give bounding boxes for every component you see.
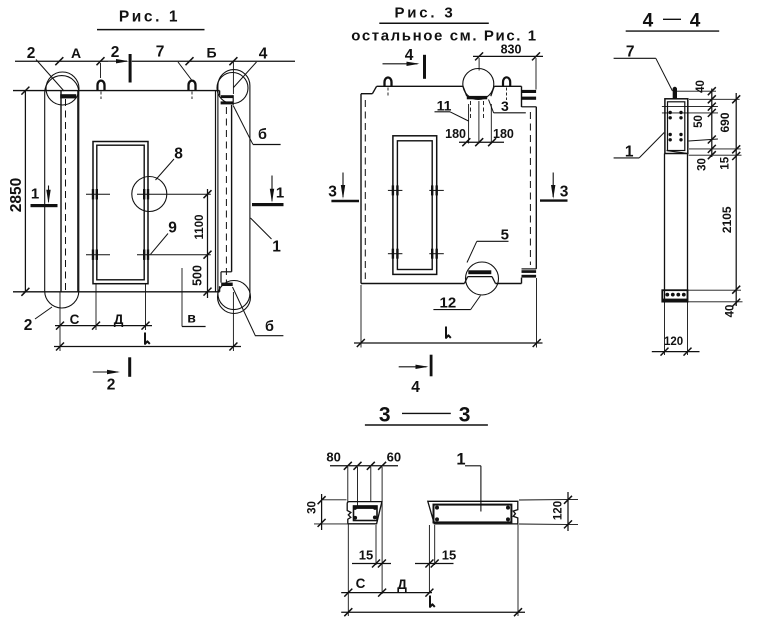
svg-text:3: 3 [379, 404, 391, 427]
svg-text:120: 120 [553, 501, 565, 520]
svg-text:2850: 2850 [8, 178, 25, 212]
svg-text:3: 3 [328, 184, 337, 201]
svg-text:1: 1 [272, 239, 281, 256]
svg-text:2: 2 [111, 44, 120, 61]
svg-text:500: 500 [191, 265, 205, 286]
svg-text:б: б [258, 127, 267, 143]
svg-text:4: 4 [643, 11, 654, 32]
svg-text:2105: 2105 [720, 206, 734, 233]
svg-text:7: 7 [626, 44, 635, 61]
svg-text:3: 3 [459, 404, 471, 427]
svg-text:1: 1 [625, 144, 634, 161]
svg-text:30: 30 [307, 501, 319, 514]
svg-text:180: 180 [445, 127, 466, 141]
svg-text:4: 4 [411, 379, 420, 396]
svg-text:9: 9 [168, 220, 177, 237]
svg-text:50: 50 [693, 115, 705, 128]
svg-text:3: 3 [560, 184, 569, 201]
svg-text:15: 15 [359, 548, 373, 563]
svg-text:3: 3 [501, 98, 509, 114]
svg-text:2: 2 [107, 377, 116, 394]
svg-text:690: 690 [718, 112, 732, 132]
svg-text:15: 15 [442, 548, 456, 563]
svg-text:180: 180 [493, 127, 514, 141]
svg-text:остальное см. Рис. 1: остальное см. Рис. 1 [351, 27, 538, 44]
svg-text:80: 80 [326, 450, 340, 465]
svg-text:б: б [265, 319, 274, 335]
svg-text:4: 4 [259, 46, 268, 63]
svg-text:4: 4 [690, 11, 701, 32]
svg-text:в: в [187, 310, 196, 326]
svg-text:1: 1 [456, 451, 465, 469]
svg-text:30: 30 [697, 158, 709, 171]
svg-text:С: С [356, 576, 366, 591]
svg-text:2: 2 [27, 45, 36, 62]
svg-text:С: С [70, 312, 80, 327]
svg-text:12: 12 [440, 295, 457, 312]
svg-text:2: 2 [24, 317, 33, 334]
svg-text:Д: Д [114, 312, 124, 327]
svg-text:Рис. 3: Рис. 3 [394, 4, 455, 21]
svg-text:4: 4 [405, 47, 414, 64]
svg-text:Д: Д [397, 577, 407, 592]
svg-text:60: 60 [387, 450, 401, 465]
svg-text:11: 11 [437, 98, 452, 114]
svg-text:1: 1 [31, 186, 39, 203]
svg-text:Рис. 1: Рис. 1 [119, 9, 180, 26]
svg-text:830: 830 [501, 43, 522, 57]
svg-text:Б: Б [206, 45, 216, 61]
svg-text:15: 15 [720, 156, 732, 169]
svg-text:7: 7 [156, 44, 165, 61]
svg-text:5: 5 [501, 227, 509, 244]
svg-text:1100: 1100 [194, 215, 206, 240]
svg-text:8: 8 [174, 146, 183, 163]
svg-text:120: 120 [664, 336, 683, 348]
svg-text:40: 40 [725, 305, 737, 318]
svg-text:А: А [71, 45, 81, 61]
svg-text:1: 1 [276, 185, 284, 202]
svg-text:40: 40 [695, 80, 707, 93]
